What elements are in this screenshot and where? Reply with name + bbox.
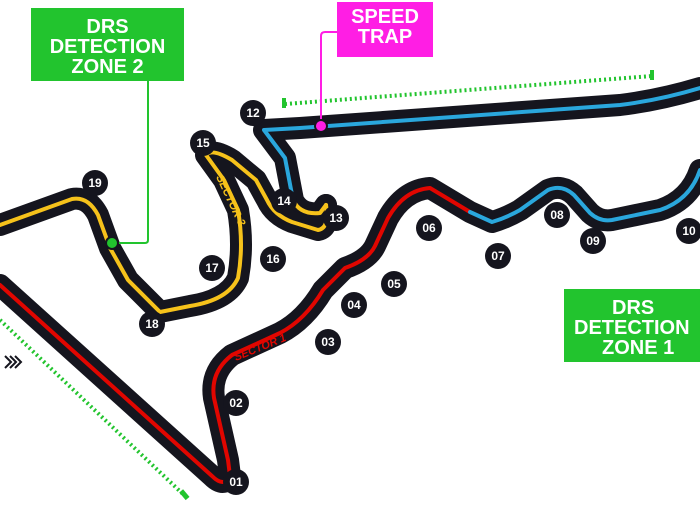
turn-04-label: 04 xyxy=(347,298,361,312)
turn-10-label: 10 xyxy=(682,224,696,238)
drs-zone-marker-straight xyxy=(284,74,653,106)
track-outline xyxy=(0,77,700,493)
turn-07-label: 07 xyxy=(491,249,505,263)
start-chevron-icon xyxy=(4,355,23,369)
drs-zone-1-line-1: DRS xyxy=(612,297,655,319)
speed-trap-line-1: SPEED xyxy=(351,6,419,28)
turn-08-marker: 08 xyxy=(544,202,570,228)
turn-17-label: 17 xyxy=(205,261,219,275)
turn-02-label: 02 xyxy=(229,396,243,410)
turn-09-marker: 09 xyxy=(580,228,606,254)
turn-19-label: 19 xyxy=(88,176,102,190)
turn-04-marker: 04 xyxy=(341,292,367,318)
turn-01-label: 01 xyxy=(229,475,243,489)
speed-trap-point xyxy=(314,119,328,133)
drs-zone-2-connector xyxy=(112,80,149,244)
turn-08-label: 08 xyxy=(550,208,564,222)
turn-07-marker: 07 xyxy=(485,243,511,269)
turn-13-label: 13 xyxy=(329,211,343,225)
sector-2-line xyxy=(262,86,700,224)
drs-zone-1-line-3: ZONE 1 xyxy=(602,337,675,359)
turn-05-marker: 05 xyxy=(381,271,407,297)
turn-13-marker: 13 xyxy=(323,205,349,231)
turn-14-label: 14 xyxy=(277,194,291,208)
turn-06-marker: 06 xyxy=(416,215,442,241)
drs-zone-2-line-2: DETECTION xyxy=(49,36,166,58)
speed-trap-line-2: TRAP xyxy=(357,26,413,48)
turn-18-marker: 18 xyxy=(139,311,165,337)
turn-09-label: 09 xyxy=(586,234,600,248)
turn-12-marker: 12 xyxy=(240,100,266,126)
drs-detection-zone-2-callout: DRS DETECTION ZONE 2 xyxy=(31,8,184,81)
turn-03-label: 03 xyxy=(321,335,335,349)
turn-02-marker: 02 xyxy=(223,390,249,416)
turn-18-label: 18 xyxy=(145,317,159,331)
turn-12-label: 12 xyxy=(246,106,260,120)
turn-14-marker: 14 xyxy=(271,188,297,214)
turn-17-marker: 17 xyxy=(199,255,225,281)
turn-03-marker: 03 xyxy=(315,329,341,355)
drs-detection-zone-1-callout: DRS DETECTION ZONE 1 xyxy=(564,289,700,362)
turn-05-label: 05 xyxy=(387,277,401,291)
drs-zone-marker-main xyxy=(0,318,188,499)
turn-16-label: 16 xyxy=(266,252,280,266)
drs-zone-2-point xyxy=(105,236,119,250)
turn-10-marker: 10 xyxy=(676,218,700,244)
turn-15-marker: 15 xyxy=(190,130,216,156)
turn-19-marker: 19 xyxy=(82,170,108,196)
turn-01-marker: 01 xyxy=(223,469,249,495)
drs-zone-1-line-2: DETECTION xyxy=(574,317,690,339)
drs-zone-2-line-3: ZONE 2 xyxy=(71,56,144,78)
drs-zone-2-line-1: DRS xyxy=(86,16,129,38)
speed-trap-connector xyxy=(320,31,337,126)
turn-15-label: 15 xyxy=(196,136,210,150)
drs-zone-marker-ends xyxy=(179,70,654,501)
speed-trap-callout: SPEED TRAP xyxy=(337,2,433,57)
turn-16-marker: 16 xyxy=(260,246,286,272)
turn-06-label: 06 xyxy=(422,221,436,235)
drs-zone-markers xyxy=(0,74,653,499)
